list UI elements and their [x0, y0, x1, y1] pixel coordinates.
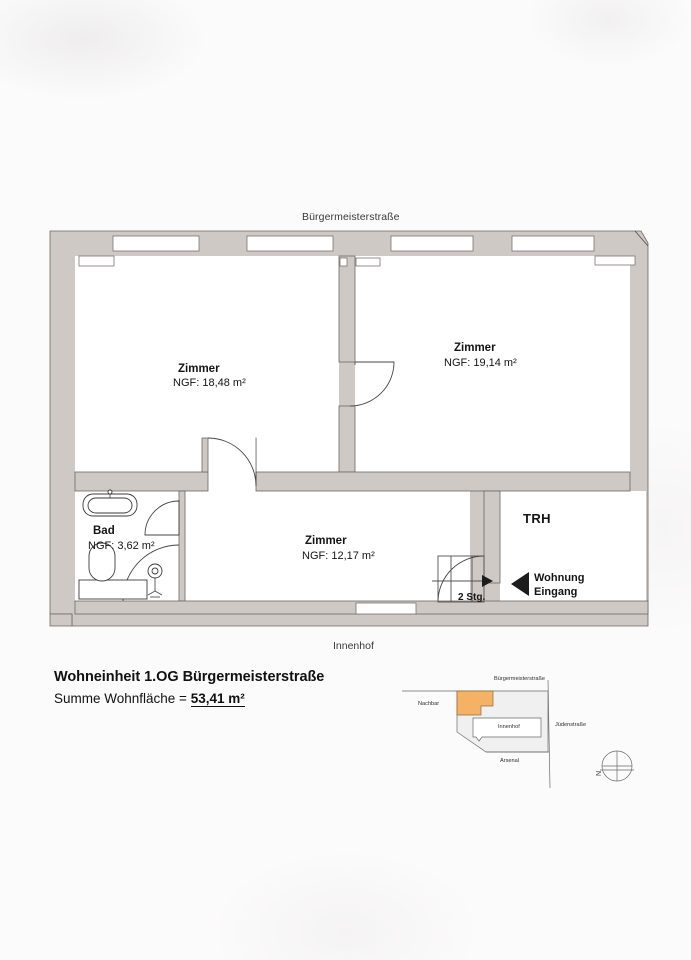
area-summary-value: 53,41 m² [190, 690, 245, 708]
site-highlight-unit [456, 690, 494, 716]
corner-bevel [634, 230, 649, 247]
site-label-street-top: Bürgermeisterstraße [494, 676, 545, 682]
window-3 [390, 235, 474, 252]
room-area-label-bad: NGF: 3,62 m² [88, 540, 155, 552]
door-to-bad [144, 500, 180, 536]
washbasin-icon [82, 489, 138, 517]
toilet-icon [88, 542, 116, 582]
north-letter: N [596, 770, 603, 776]
site-street-line-right [547, 679, 551, 789]
site-label-neighbour: Nachbar [418, 701, 440, 707]
floor-plan-drawing: .wall { fill:#cfc9c6; stroke:#6d6763; st… [49, 230, 649, 627]
entrance-label-line1: Wohnung [534, 572, 585, 584]
site-label-street-right: Jüdenstraße [555, 722, 587, 728]
room-area-label-zimmer-left: NGF: 18,48 m² [173, 377, 246, 389]
top-wall-windows [78, 235, 636, 267]
site-label-arsenal: Arsenal [500, 758, 519, 764]
window-reveal-right [594, 255, 636, 266]
window-4 [511, 235, 595, 252]
room-area-label-zimmer-mid: NGF: 12,17 m² [302, 550, 375, 562]
floor-drain-icon [147, 563, 163, 598]
entrance-label-line2: Eingang [534, 586, 578, 598]
area-summary-prefix: Summe Wohnfläche = [54, 690, 187, 706]
bathtub-icon [78, 579, 148, 600]
window-2 [246, 235, 334, 252]
courtyard-label: Innenhof [333, 640, 374, 652]
room-name-zimmer-mid: Zimmer [305, 535, 347, 547]
plan-title: Wohneinheit 1.OG Bürgermeisterstraße [54, 669, 325, 685]
stair-arrow [432, 556, 493, 602]
window-innenhof [355, 602, 417, 615]
site-map-inset: .sline { fill:none; stroke:#6a6a6a; stro… [400, 666, 662, 789]
room-area-zimmer-left [75, 256, 339, 472]
window-reveal-left [78, 255, 115, 267]
bottom-wall-window [355, 602, 417, 615]
room-name-zimmer-right: Zimmer [454, 342, 496, 354]
room-name-zimmer-left: Zimmer [178, 363, 220, 375]
door-to-zimmer-left [207, 437, 257, 487]
stairwell-label: TRH [523, 511, 551, 526]
north-compass-icon [600, 750, 634, 782]
room-area-label-zimmer-right: NGF: 19,14 m² [444, 357, 517, 369]
room-area-zimmer-right [355, 256, 630, 472]
site-courtyard [472, 717, 542, 742]
title-block: Wohneinheit 1.OG Bürgermeisterstraße Sum… [54, 668, 394, 708]
site-label-courtyard: Innenhof [498, 724, 520, 730]
window-reveal-mid-b [355, 257, 381, 267]
door-between-zimmer [349, 361, 395, 407]
window-1 [112, 235, 200, 252]
entrance-direction-icon [511, 572, 529, 596]
street-label-top: Bürgermeisterstraße [302, 211, 400, 223]
window-reveal-mid-a [339, 257, 348, 267]
room-name-bad: Bad [93, 525, 115, 537]
stair-count-label: 2 Stg. [458, 592, 486, 603]
bathroom-fixtures [78, 489, 163, 600]
site-map-drawing: .sline { fill:none; stroke:#6a6a6a; stro… [402, 679, 634, 789]
area-summary: Summe Wohnfläche = 53,41 m² [54, 689, 394, 709]
